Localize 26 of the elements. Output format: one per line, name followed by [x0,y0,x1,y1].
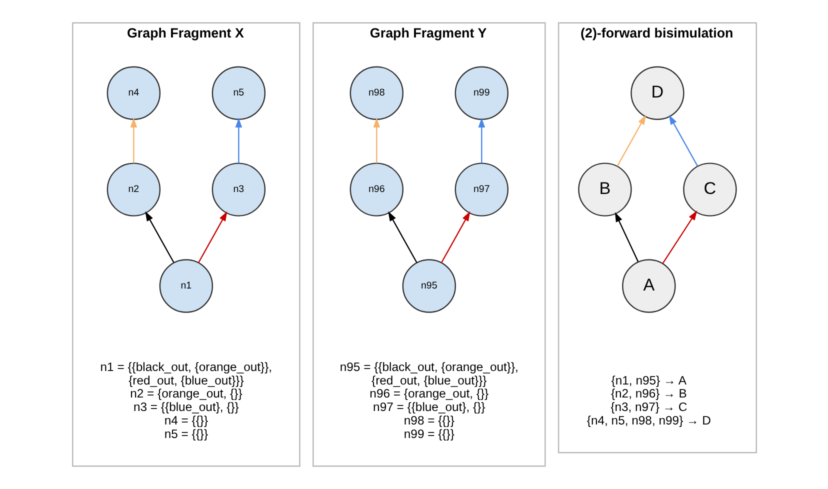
arrow [144,211,174,263]
arrow [388,211,417,263]
node-circle: n3 [211,162,266,216]
arrow [440,211,470,263]
node-circle: n99 [454,66,508,120]
node-circle: D [630,66,684,120]
arrow [616,114,646,166]
node-circle: B [578,162,632,216]
node-circle: n2 [106,162,160,216]
node-circle: n5 [211,66,266,120]
arrow [662,210,697,264]
node-circle: n1 [158,259,213,313]
arrow [234,118,242,164]
node-circle: n95 [402,259,456,313]
node-circle: n4 [106,66,160,120]
node-circle: C [682,162,736,216]
arrow [372,118,380,164]
node-circle: n98 [349,66,403,120]
node-circle: n96 [349,162,403,216]
arrow [668,114,698,166]
arrow [478,118,485,164]
arrow [198,211,227,263]
arrow [130,118,137,164]
node-circle: A [622,259,676,313]
arrow [614,212,638,262]
node-circle: n97 [454,162,508,216]
